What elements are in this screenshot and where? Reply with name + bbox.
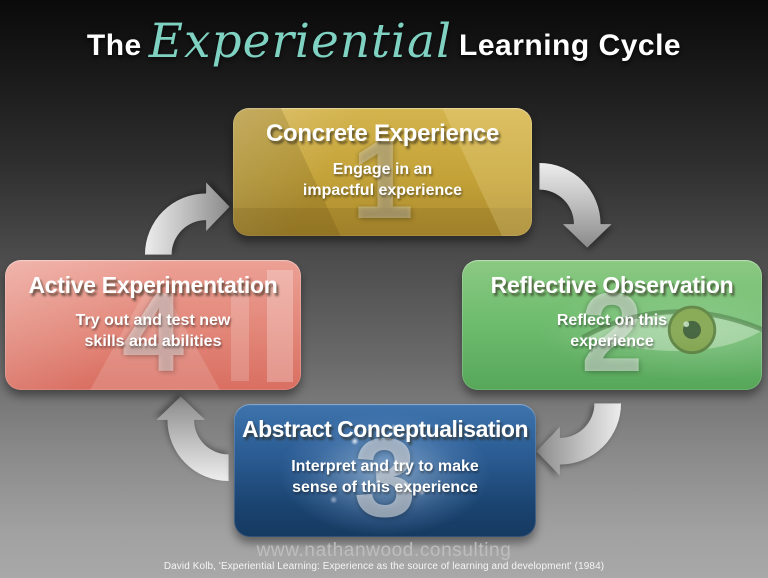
eye-image <box>578 290 762 376</box>
stage-number-3: 3 <box>353 415 417 537</box>
desc-line: Try out and test new <box>75 312 231 330</box>
stage-number-4: 4 <box>121 269 185 390</box>
stage-reflective-observation: 2 Reflective Observation Reflect on this… <box>462 260 762 390</box>
title-experiential-script: Experiential <box>148 14 453 69</box>
title-learning-cycle: Learning Cycle <box>459 29 682 62</box>
curved-arrow-right-icon <box>134 166 232 264</box>
stage-title: Reflective Observation <box>490 272 734 298</box>
curved-arrow-left-icon <box>534 394 632 492</box>
curved-arrow-up-icon <box>140 394 238 492</box>
stage-description: Reflect on this experience <box>462 311 762 353</box>
stage-active-experimentation: 4 Active Experimentation Try out and tes… <box>5 260 301 390</box>
desc-line: skills and abilities <box>84 333 222 351</box>
stage-description: Try out and test new skills and abilitie… <box>5 311 301 353</box>
stage-title: Active Experimentation <box>28 272 278 298</box>
website-url: www.nathanwood.consulting <box>256 540 512 561</box>
stage-number-2: 2 <box>581 276 643 389</box>
desc-line: Engage in an <box>332 161 433 179</box>
stage-title: Concrete Experience <box>265 120 500 147</box>
stage-title: Abstract Conceptualisation <box>241 416 529 442</box>
citation-text: David Kolb, 'Experiential Learning: Expe… <box>163 561 605 572</box>
desc-line: Interpret and try to make <box>291 458 479 476</box>
desc-line: Reflect on this <box>556 312 668 330</box>
title-the: The <box>86 29 142 62</box>
stage-number-1: 1 <box>351 116 414 236</box>
stage-abstract-conceptualisation: 3 Abstract Conceptualisation Interpret a… <box>234 404 536 537</box>
stage-description: Engage in an impactful experience <box>233 160 532 202</box>
page-title: The Experiential Learning Cycle <box>0 12 768 69</box>
stage-concrete-experience: 1 Concrete Experience Engage in an impac… <box>233 108 532 236</box>
desc-line: impactful experience <box>302 182 463 200</box>
stage-description: Interpret and try to make sense of this … <box>234 457 536 499</box>
desc-line: experience <box>570 333 654 351</box>
desc-line: sense of this experience <box>292 479 478 497</box>
curved-arrow-down-icon <box>530 152 628 250</box>
